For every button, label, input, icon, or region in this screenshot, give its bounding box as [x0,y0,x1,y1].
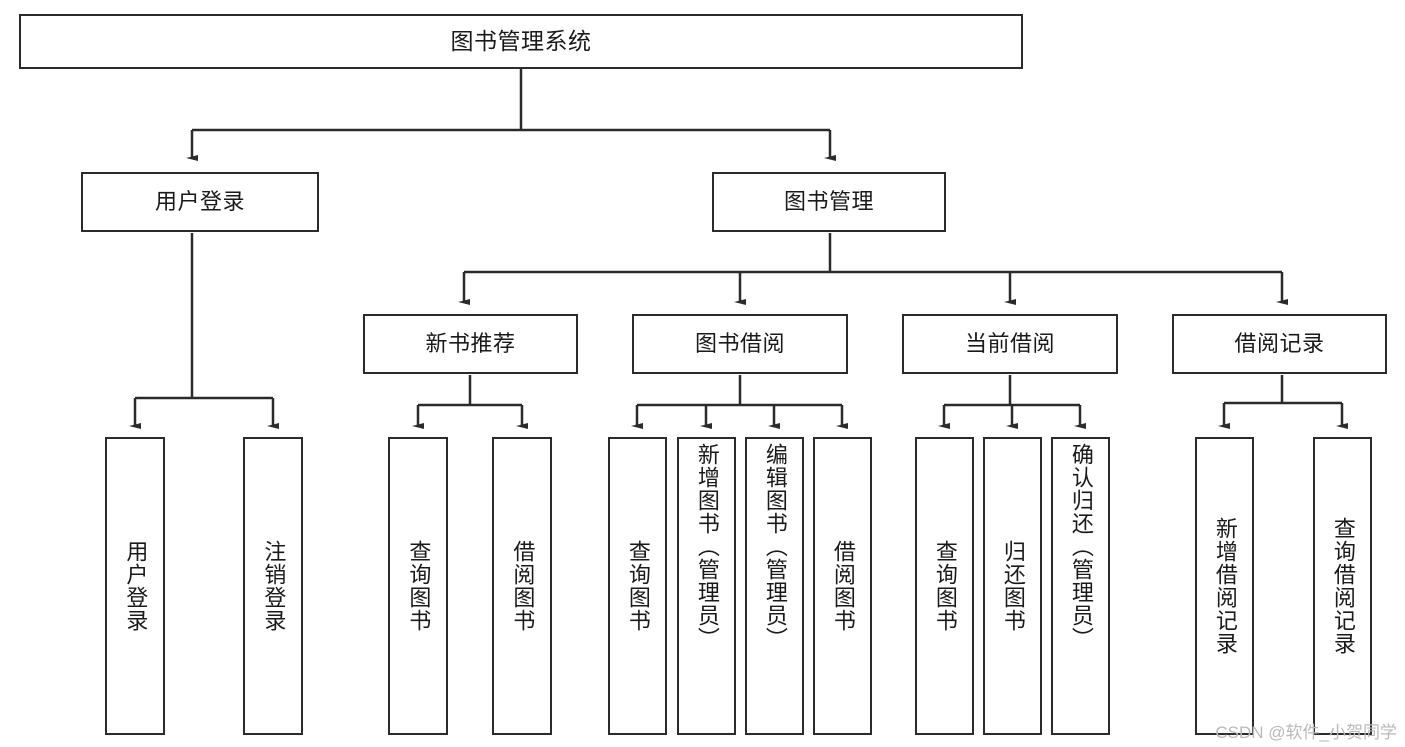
leaf-query-book-recommend[interactable]: 查询图书 [388,437,448,735]
leaf-user-login[interactable]: 用户登录 [105,437,165,735]
node-label: 借阅图书 [510,540,536,632]
leaf-query-book-current[interactable]: 查询图书 [915,437,974,735]
node-root-system[interactable]: 图书管理系统 [19,14,1023,69]
node-label: 归还图书 [1000,540,1026,632]
node-book-borrow[interactable]: 图书借阅 [632,314,848,374]
node-label: 图书管理系统 [450,28,592,55]
node-label: 用户登录 [154,189,245,215]
node-label: 查询借阅记录 [1330,517,1356,655]
node-label: 确认归还（管理员） [1068,443,1094,650]
node-label: 注销登录 [261,540,287,632]
node-label: 用户登录 [123,540,149,632]
leaf-borrow-book-borrow[interactable]: 借阅图书 [813,437,872,735]
node-label: 当前借阅 [964,331,1055,357]
node-book-management[interactable]: 图书管理 [712,172,946,232]
node-label: 新增借阅记录 [1212,517,1238,655]
node-label: 查询图书 [625,540,651,632]
node-borrow-record[interactable]: 借阅记录 [1172,314,1387,374]
node-label: 查询图书 [932,540,958,632]
leaf-query-book-borrow[interactable]: 查询图书 [608,437,667,735]
node-user-login[interactable]: 用户登录 [81,172,319,232]
node-current-borrow[interactable]: 当前借阅 [902,314,1118,374]
leaf-confirm-return[interactable]: 确认归还（管理员） [1051,437,1110,735]
node-label: 图书管理 [783,189,874,215]
leaf-edit-book[interactable]: 编辑图书（管理员） [745,437,804,735]
node-label: 查询图书 [406,540,432,632]
leaf-query-borrow-record[interactable]: 查询借阅记录 [1313,437,1372,735]
node-label: 借阅记录 [1234,331,1325,357]
node-new-book-recommend[interactable]: 新书推荐 [363,314,578,374]
node-label: 借阅图书 [830,540,856,632]
leaf-add-book[interactable]: 新增图书（管理员） [677,437,736,735]
leaf-logout-login[interactable]: 注销登录 [243,437,303,735]
node-label: 编辑图书（管理员） [762,443,788,650]
node-label: 图书借阅 [694,331,785,357]
node-label: 新增图书（管理员） [694,443,720,650]
leaf-add-borrow-record[interactable]: 新增借阅记录 [1195,437,1254,735]
leaf-borrow-book-recommend[interactable]: 借阅图书 [492,437,552,735]
node-label: 新书推荐 [425,331,516,357]
leaf-return-book[interactable]: 归还图书 [983,437,1042,735]
